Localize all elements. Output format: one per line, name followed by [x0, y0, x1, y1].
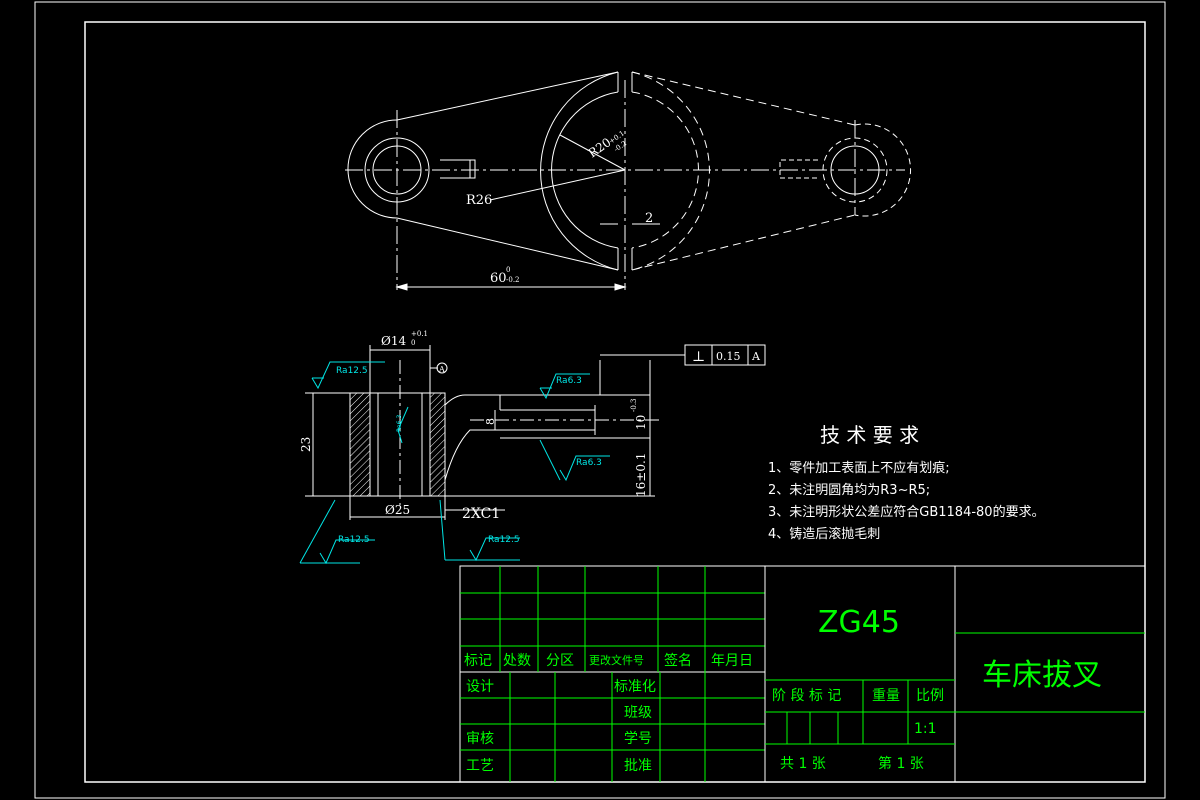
tech-req-item-2: 2、未注明圆角均为R3~R5;: [768, 483, 930, 498]
label-class: 班级: [624, 705, 652, 721]
label-sign: 签名: [664, 652, 692, 669]
label-design: 设计: [466, 679, 494, 695]
dim-bore: Ø14: [381, 334, 406, 348]
tolerance-frame: ⊥ 0.15 A: [684, 344, 766, 366]
tech-req-title: 技 术 要 求: [820, 423, 919, 447]
dim-bore-tol-lower: 0: [411, 339, 415, 347]
dim-outer: Ø25: [385, 503, 410, 517]
label-zone: 分区: [546, 653, 574, 669]
total-sheets: 共 1 张: [780, 756, 826, 772]
dim-fork-thickness: 10: [634, 415, 648, 430]
dim-gap: 2: [645, 211, 653, 226]
dim-chamfer: 2XC1: [462, 506, 500, 522]
roughness-6: Ra6.3: [396, 415, 403, 432]
roughness-symbols: [299, 361, 610, 565]
label-mark: 标记: [464, 653, 492, 669]
label-stage-mark: 阶 段 标 记: [772, 688, 841, 704]
label-count: 处数: [503, 653, 531, 669]
label-student-id: 学号: [624, 731, 652, 747]
label-review: 审核: [466, 731, 494, 747]
label-approve: 批准: [624, 758, 652, 774]
roughness-3: Ra6.3: [576, 458, 602, 468]
tech-req-item-3: 3、未注明形状公差应符合GB1184-80的要求。: [768, 504, 1045, 520]
label-change-doc: 更改文件号: [589, 653, 644, 667]
datum-a-label: A: [438, 365, 445, 374]
dim-offset: 16±0.1: [634, 453, 648, 497]
tech-req-item-1: 1、零件加工表面上不应有划痕;: [768, 460, 950, 476]
dim-height: 23: [299, 437, 313, 452]
datum-a-circle: [436, 362, 448, 374]
tech-req-item-4: 4、铸造后滚抛毛刺: [768, 526, 880, 542]
label-date: 年月日: [711, 653, 753, 669]
material: ZG45: [818, 605, 900, 640]
outer-border: [34, 1, 1166, 799]
label-process: 工艺: [466, 758, 494, 774]
section-view: [305, 345, 685, 520]
tolerance-symbol: ⊥: [692, 349, 705, 365]
roughness-5: Ra12.5: [488, 535, 520, 545]
tolerance-value: 0.15: [716, 350, 741, 363]
dim-slot: 8: [484, 418, 497, 425]
dim-60-tol-upper: 0: [506, 266, 510, 274]
dim-60: 60: [490, 271, 507, 286]
roughness-4: Ra12.5: [338, 535, 370, 545]
label-scale: 比例: [916, 688, 944, 704]
scale-value: 1:1: [914, 721, 937, 737]
label-weight: 重量: [872, 688, 900, 704]
title-block-grid: [459, 565, 1146, 783]
tolerance-datum: A: [751, 350, 761, 363]
top-view: [345, 71, 911, 291]
roughness-1: Ra12.5: [336, 366, 368, 376]
dim-60-tol-lower: -0.2: [506, 276, 520, 284]
label-standardize: 标准化: [614, 679, 656, 695]
sheet-no: 第 1 张: [878, 755, 924, 772]
dim-bore-tol-upper: +0.1: [411, 330, 428, 338]
part-name: 车床拔叉: [982, 658, 1102, 693]
dim-r26: R26: [466, 193, 492, 208]
dim-fork-tol: -0.3: [630, 399, 638, 413]
roughness-2: Ra6.3: [556, 376, 582, 386]
